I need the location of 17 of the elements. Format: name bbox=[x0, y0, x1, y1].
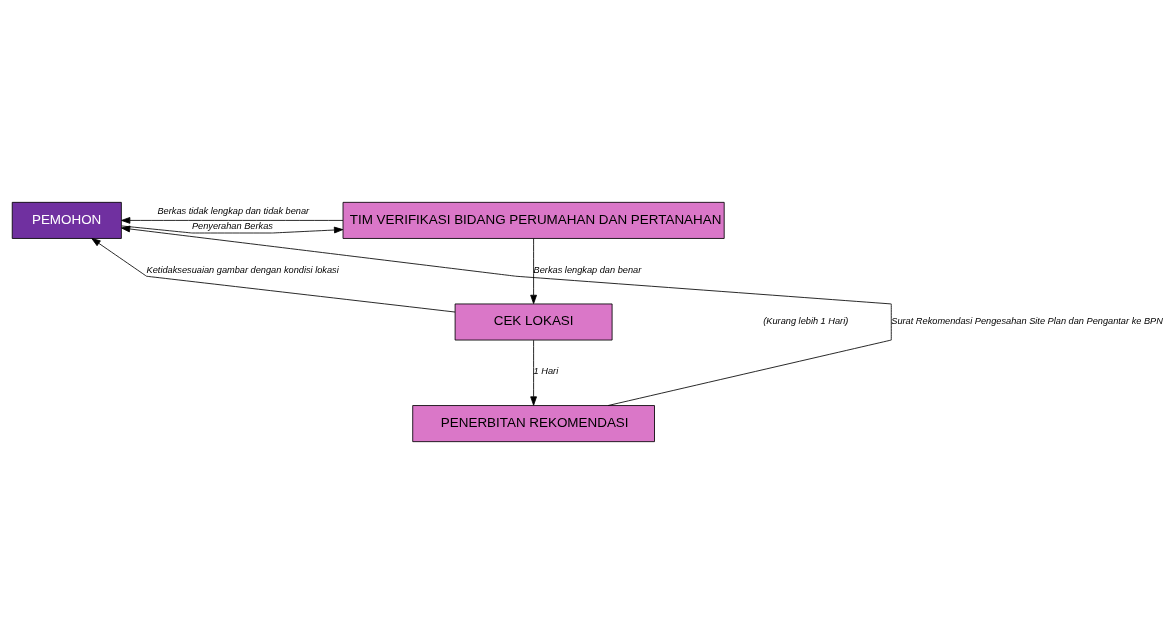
arrow bbox=[530, 339, 537, 406]
node-box: PENERBITAN REKOMENDASI bbox=[412, 405, 655, 443]
node-box: CEK LOKASI bbox=[454, 303, 613, 341]
edge-label: Penyerahan Berkas bbox=[191, 221, 273, 232]
edge-label: Ketidaksesuaian gambar dengan kondisi lokasi bbox=[146, 264, 339, 275]
edge-label: Berkas tidak lengkap dan tidak benar bbox=[157, 206, 310, 217]
edge-label: Berkas lengkap dan benar bbox=[533, 264, 642, 275]
arrow bbox=[121, 225, 344, 234]
edge-label: Surat Rekomendasi Pengesahan Site Plan dan Pengantar ke BPN bbox=[891, 315, 1163, 326]
arrow bbox=[121, 225, 892, 406]
edge-label: 1 Hari bbox=[533, 366, 559, 377]
arrow bbox=[530, 238, 537, 305]
node-box: PEMOHON bbox=[11, 201, 122, 239]
label: (Kurang lebih 1 Hari) bbox=[763, 315, 849, 326]
node-box: TIM VERIFIKASI BIDANG PERUMAHAN DAN PERTANAHAN bbox=[342, 201, 725, 239]
arrow bbox=[121, 217, 344, 224]
arrow bbox=[91, 238, 456, 313]
